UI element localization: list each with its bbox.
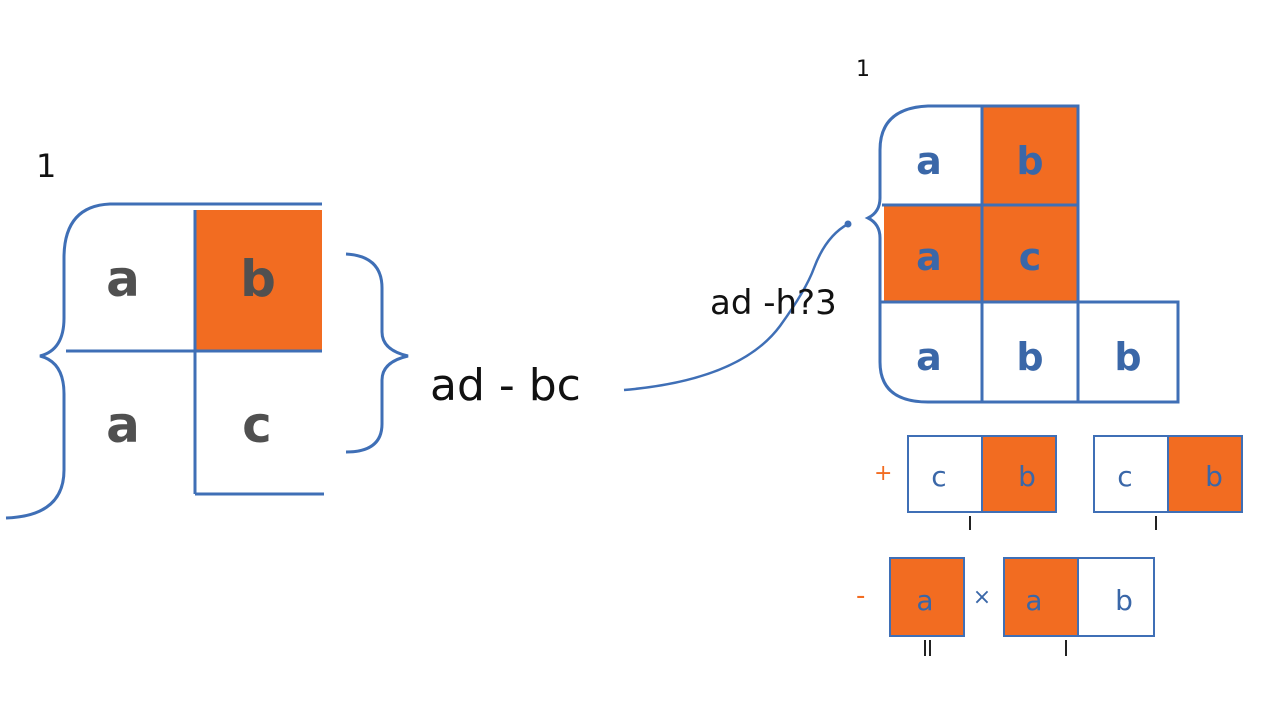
connector-dot [844,220,852,228]
row-a-box2-cell-c: c [1117,460,1132,493]
row-a-box2-fill [1168,436,1242,512]
right-cell-b-extra: b [1114,335,1141,379]
left-index-label: 1 [36,147,56,185]
left-cell-a-bottom: a [106,396,140,454]
right-cell-a-top: a [916,139,942,183]
right-cell-b-bottom: b [1016,335,1043,379]
right-cell-b-fill [982,106,1078,204]
right-grid-outline [864,104,1180,404]
connector-curve [623,222,849,392]
row-b-times: × [973,585,991,610]
row-b-box2-cell-b: b [1115,584,1133,617]
right-cell-c-mid: c [1019,235,1042,279]
row-b-box2-cell-a: a [1025,584,1042,617]
row-b-box2-fill [1004,558,1078,636]
left-open-brace [5,202,322,520]
row-a-box1-cell-b: b [1018,460,1036,493]
row-a-box1-cell-c: c [931,460,946,493]
right-cell-b-top: b [1016,139,1043,183]
right-index-label: 1 [856,57,870,82]
right-cell-a-mid: a [916,235,942,279]
left-cell-c: c [242,396,272,454]
right-formula: ad -h?3 [710,283,837,323]
right-cell-a-bottom: a [916,335,942,379]
row-a-box2-cell-b: b [1205,460,1223,493]
row-b-sign: - [856,581,865,611]
row-b-box1-cell-a: a [916,584,933,617]
left-cell-b: b [240,250,276,308]
left-cell-b-fill [196,210,322,350]
right-cell-a2-fill [884,206,982,302]
left-close-brace [345,252,409,454]
row-a-sign: + [874,461,892,486]
right-cell-c-fill [982,206,1078,302]
left-cell-a-top: a [106,250,140,308]
row-a-box1-fill [982,436,1056,512]
left-formula: ad - bc [430,360,581,411]
row-b-box1 [889,557,965,637]
